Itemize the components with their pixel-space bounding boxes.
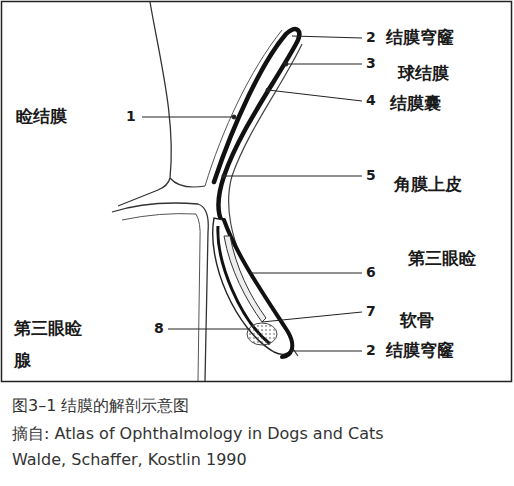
- figure-caption: 图3–1 结膜的解剖示意图: [12, 396, 189, 415]
- part-label: 角膜上皮: [394, 174, 462, 194]
- frame: [2, 2, 512, 382]
- third-eyelid-gland: [247, 323, 277, 345]
- part-label: 软骨: [400, 310, 434, 330]
- callout-number: 6: [366, 264, 376, 281]
- callout-number: 3: [366, 55, 376, 72]
- callout-number: 2: [366, 342, 376, 359]
- upper-eyelid: [118, 2, 171, 206]
- callout-number: 5: [366, 167, 376, 184]
- callout-number: 1: [126, 108, 136, 125]
- third-eyelid: [213, 218, 293, 354]
- source-note: 摘自: Atlas of Ophthalmology in Dogs and C…: [12, 424, 384, 443]
- leader-lines: [142, 36, 362, 351]
- lid-margin: [170, 178, 205, 187]
- lower-eyelid-inner: [122, 214, 200, 381]
- cartilage: [224, 236, 266, 322]
- callout-number: 2: [366, 29, 376, 46]
- part-label: 睑结膜: [16, 106, 67, 126]
- third-eyelid-conjunctiva: [224, 220, 292, 357]
- part-label: 结膜穹窿: [386, 27, 454, 47]
- callout-number: 4: [366, 92, 376, 109]
- conjunctiva: [214, 29, 299, 222]
- part-label: 第三眼睑: [408, 248, 476, 268]
- callout-number: 7: [366, 303, 376, 320]
- source-note: Walde, Schaffer, Kostlin 1990: [12, 450, 247, 469]
- callout-number: 8: [154, 320, 164, 337]
- part-label: 结膜囊: [390, 93, 441, 113]
- part-label: 第三眼睑 腺: [14, 312, 86, 376]
- part-label: 结膜穹窿: [386, 340, 454, 360]
- lower-eyelid: [112, 203, 208, 381]
- part-label: 球结膜: [398, 63, 449, 83]
